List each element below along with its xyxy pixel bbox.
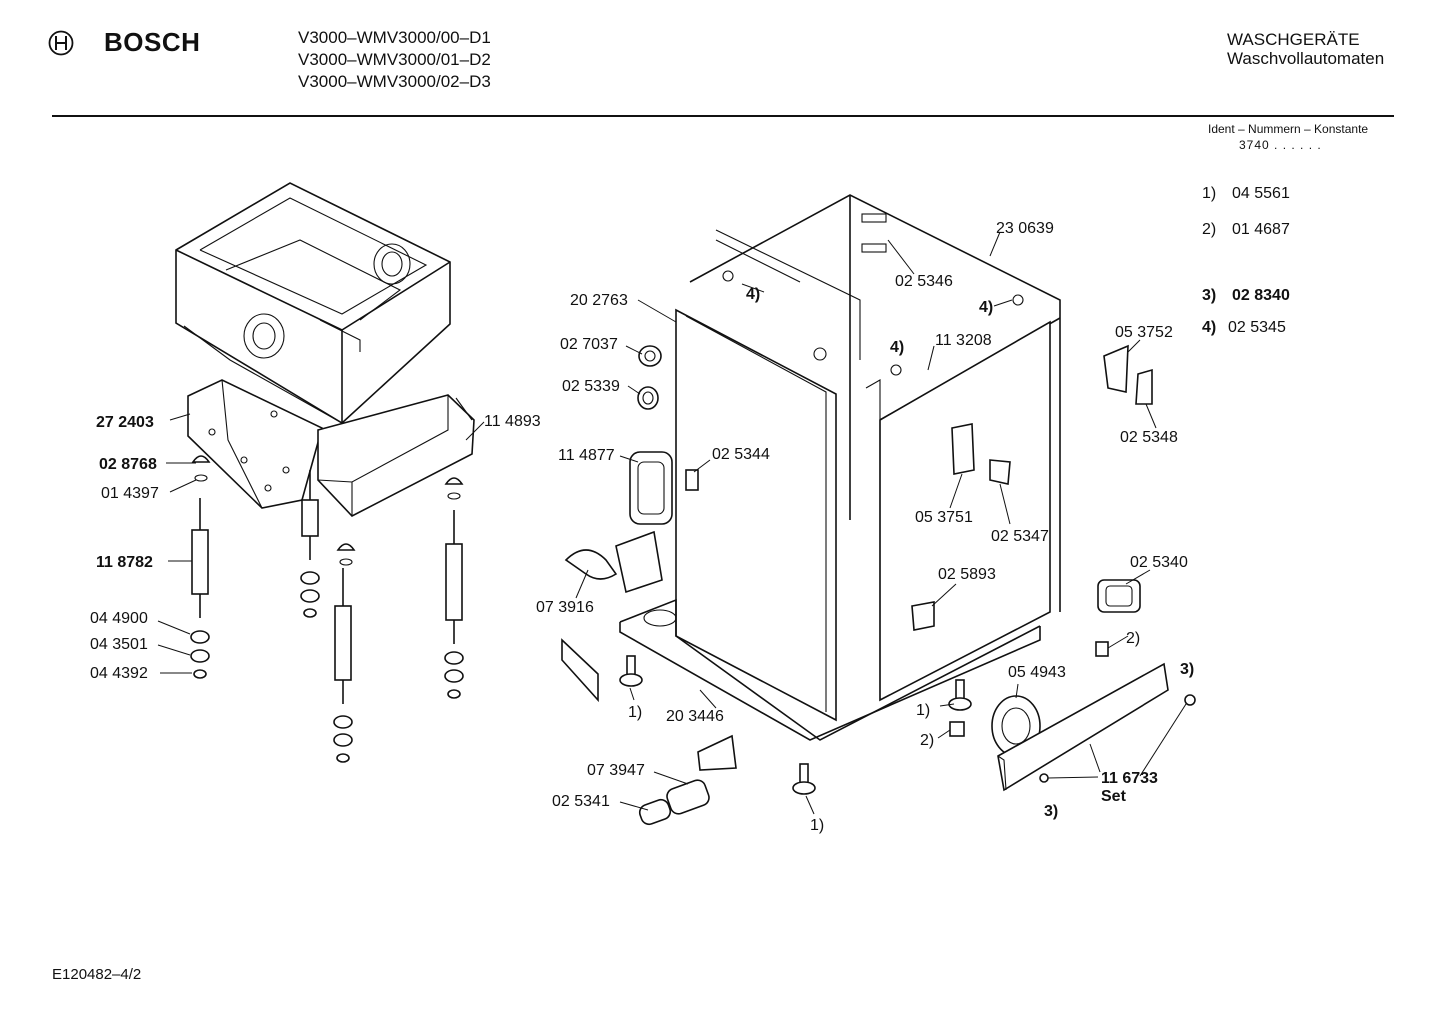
ref-marker: 3) — [1044, 803, 1058, 820]
part-label: 04 4900 — [90, 610, 148, 627]
header-rule — [52, 115, 1394, 117]
category-subtitle: Waschvollautomaten — [1227, 49, 1385, 68]
part-label: 27 2403 — [96, 414, 154, 431]
base-tray-drawing — [317, 394, 475, 517]
part-label: 11 4877 — [558, 447, 615, 464]
part-label: 02 7037 — [560, 336, 618, 353]
model-number: V3000–WMV3000/00–D1 — [298, 28, 491, 47]
part-label: 11 4893 — [484, 413, 541, 430]
cabinet-frame-drawing — [619, 194, 1061, 741]
document-code: E120482–4/2 — [52, 966, 142, 983]
ref-marker: 2) — [1126, 630, 1140, 647]
part-label: 11 6733 — [1101, 770, 1158, 787]
part-label: 04 3501 — [90, 636, 148, 653]
part-label: 02 8768 — [99, 456, 157, 473]
note-key: 4) — [1202, 319, 1217, 336]
part-label: 05 4943 — [1008, 664, 1066, 681]
part-label: 20 2763 — [570, 292, 628, 309]
part-label: 02 5339 — [562, 378, 620, 395]
part-label: 05 3752 — [1115, 324, 1173, 341]
part-label: 02 5346 — [895, 273, 953, 290]
ref-marker: 3) — [1180, 661, 1194, 678]
part-label: 02 5340 — [1130, 554, 1188, 571]
note-key: 3) — [1202, 287, 1217, 304]
model-number: V3000–WMV3000/01–D2 — [298, 50, 491, 69]
ident-value: 3740 . . . . . . — [1239, 138, 1322, 152]
ident-label: Ident – Nummern – Konstante — [1208, 122, 1369, 136]
part-label: 20 3446 — [666, 708, 724, 725]
ref-marker: 1) — [810, 817, 824, 834]
small-parts-drawing — [561, 344, 1196, 826]
note-value: 04 5561 — [1232, 185, 1290, 202]
brand-name: BOSCH — [104, 27, 201, 57]
tub-housing-drawing — [175, 182, 451, 424]
category-title: WASCHGERÄTE — [1227, 30, 1360, 49]
note-key: 1) — [1202, 185, 1217, 202]
washer-stack-drawing — [190, 455, 464, 763]
part-label: 05 3751 — [915, 509, 973, 526]
part-label: 11 3208 — [935, 332, 992, 349]
part-label: 11 8782 — [96, 554, 153, 571]
part-label: 23 0639 — [996, 220, 1054, 237]
part-label: Set — [1101, 788, 1127, 805]
shock-absorber-drawing — [191, 470, 463, 704]
ref-marker: 2) — [920, 732, 934, 749]
ref-marker: 1) — [916, 702, 930, 719]
part-label: 02 5893 — [938, 566, 996, 583]
ref-marker: 4) — [746, 286, 760, 303]
part-label: 02 5347 — [991, 528, 1049, 545]
part-label: 02 5348 — [1120, 429, 1178, 446]
part-label: 07 3947 — [587, 762, 645, 779]
bosch-logo-icon — [48, 30, 74, 56]
part-label: 02 5341 — [552, 793, 610, 810]
note-value: 02 5345 — [1228, 319, 1286, 336]
part-label: 07 3916 — [536, 599, 594, 616]
leader-lines — [157, 231, 1187, 815]
note-value: 01 4687 — [1232, 221, 1290, 238]
model-number: V3000–WMV3000/02–D3 — [298, 72, 491, 91]
note-value: 02 8340 — [1232, 287, 1290, 304]
ref-marker: 4) — [890, 339, 904, 356]
ref-marker: 4) — [979, 299, 993, 316]
part-label: 01 4397 — [101, 485, 159, 502]
part-label: 04 4392 — [90, 665, 148, 682]
note-key: 2) — [1202, 221, 1217, 238]
part-label: 02 5344 — [712, 446, 770, 463]
ref-marker: 1) — [628, 704, 642, 721]
